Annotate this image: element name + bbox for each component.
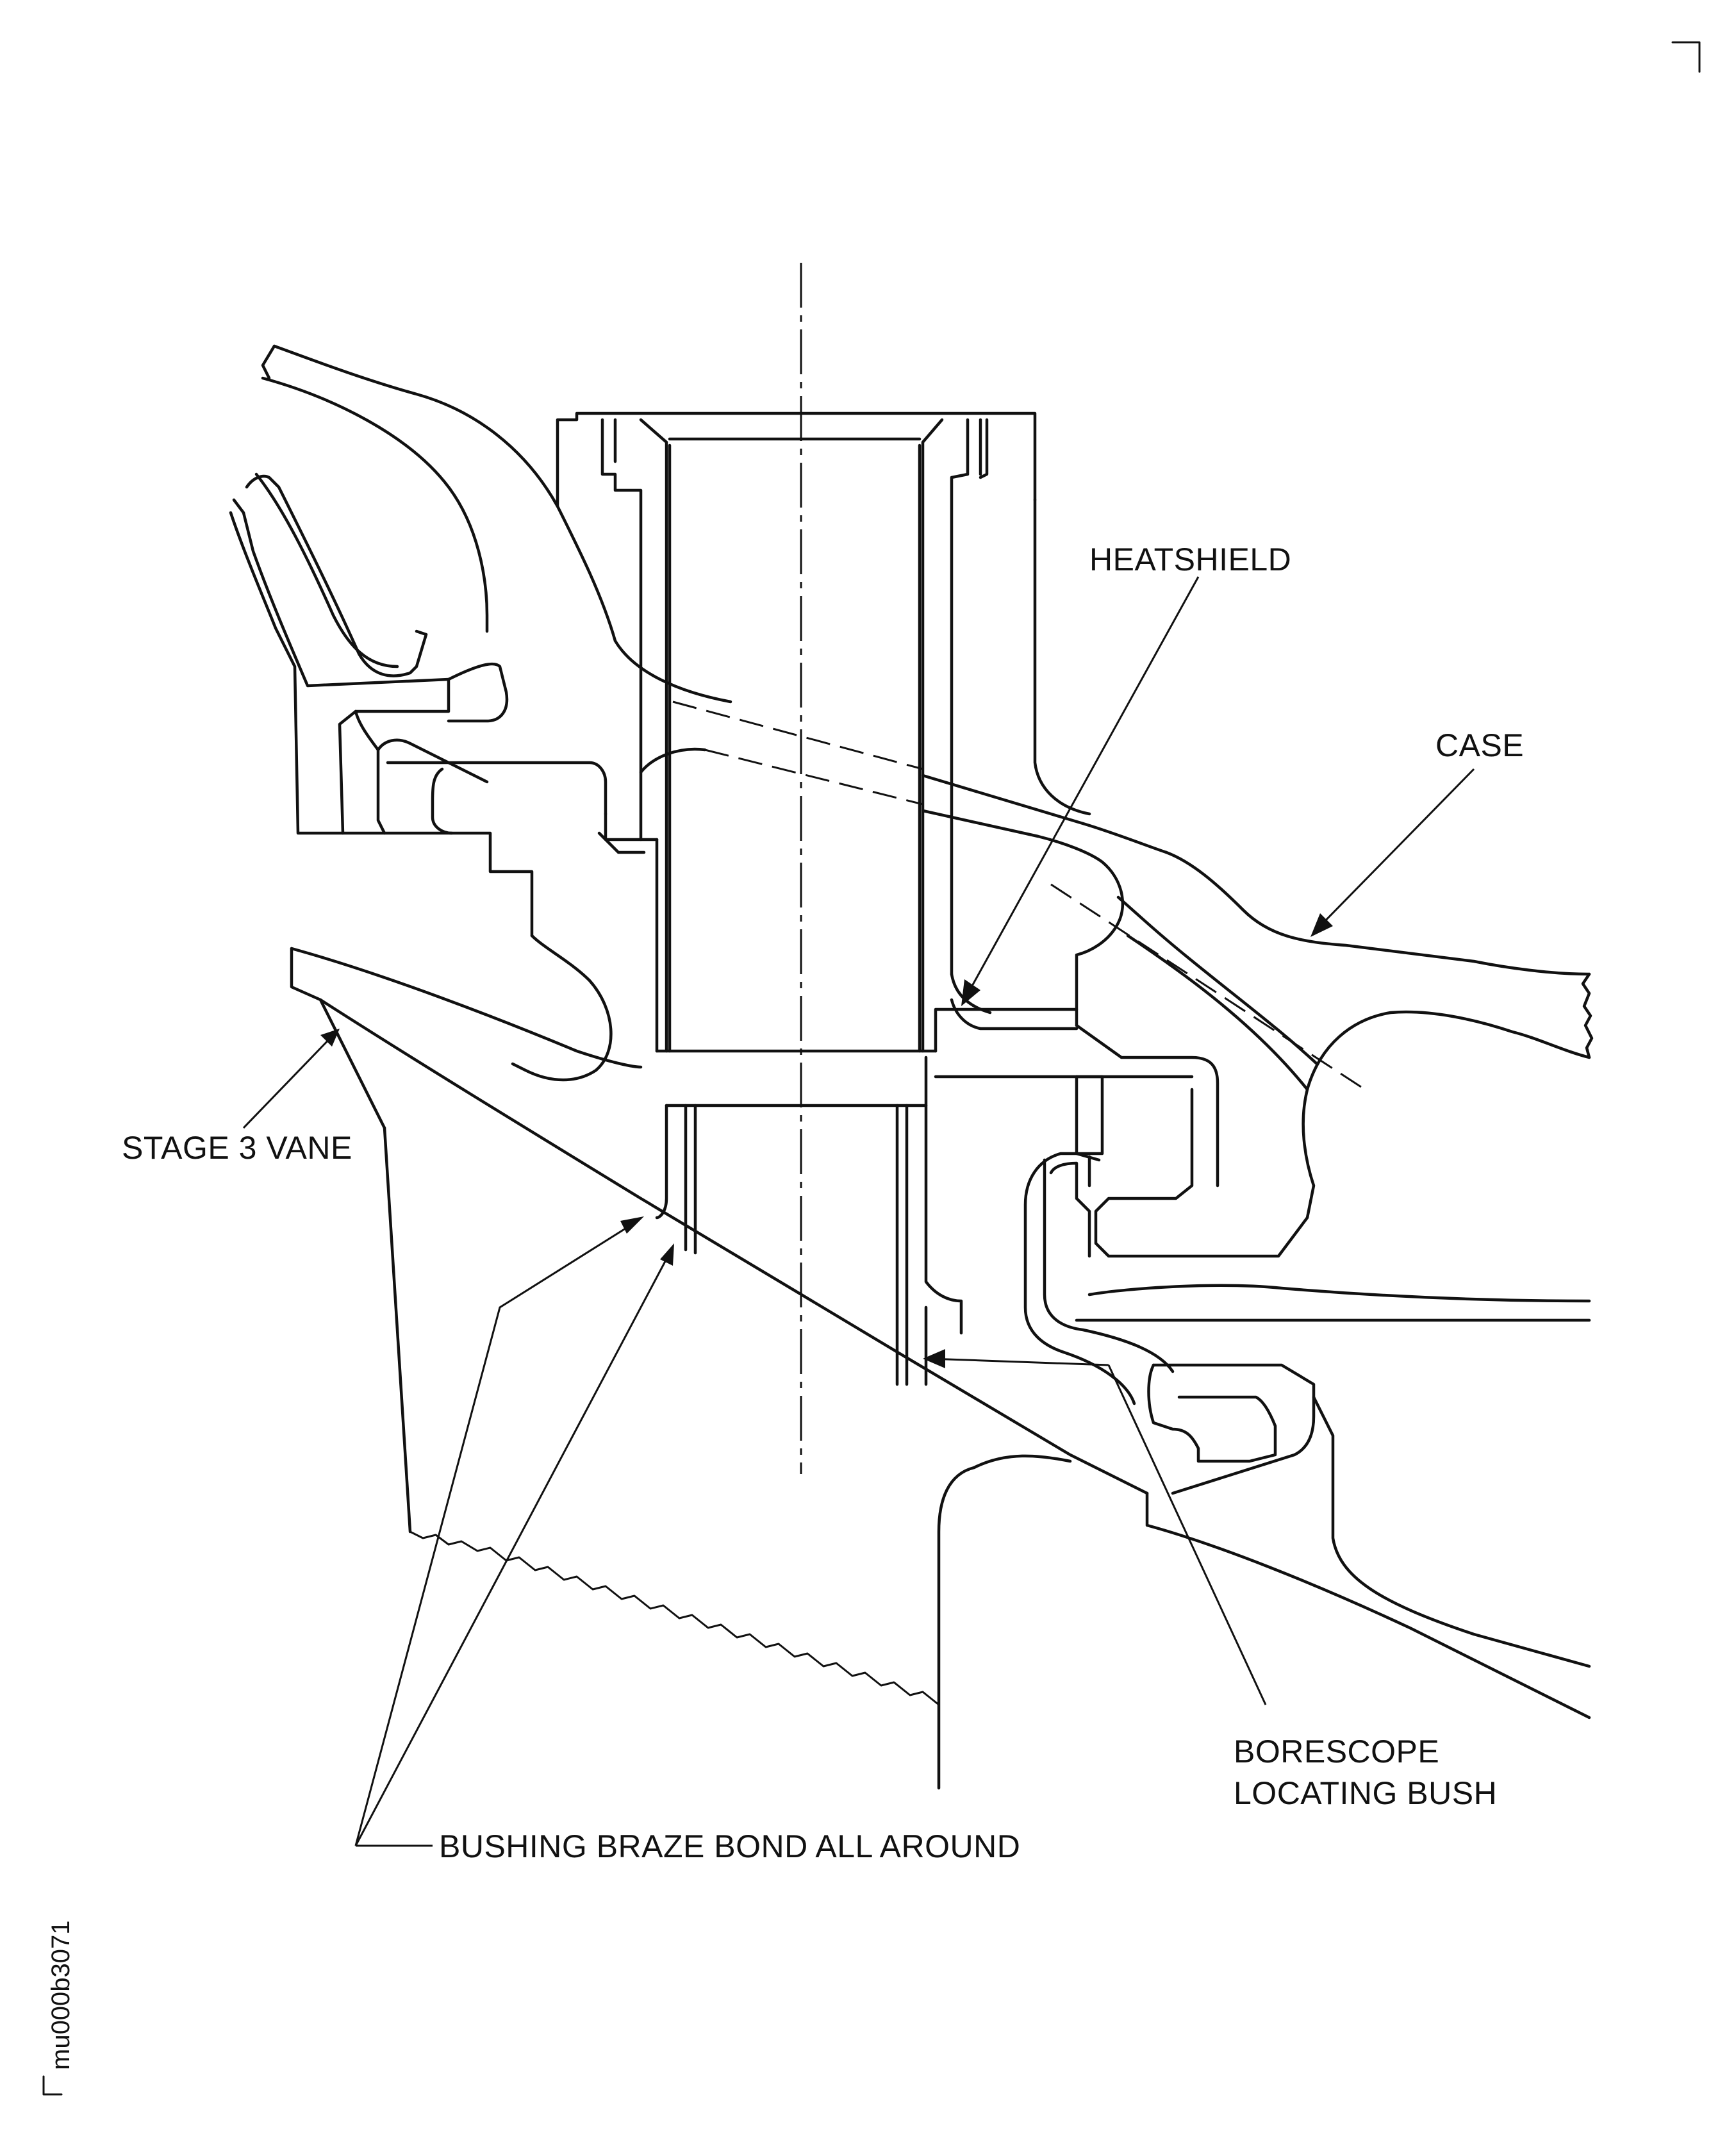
outer-casing-upper	[261, 344, 1091, 816]
braze-arrowhead-2	[660, 1243, 674, 1266]
borescope-arrowhead	[923, 1349, 945, 1368]
hidden-lines	[672, 700, 1366, 1091]
stage-3-vane	[290, 947, 1149, 1790]
case-label: CASE	[1435, 727, 1524, 763]
leaders	[242, 576, 1475, 1847]
heatshield-label: HEATSHIELD	[1089, 542, 1291, 577]
upper-bushing	[600, 418, 1079, 1053]
borescope-label-line2: LOCATING BUSH	[1234, 1775, 1497, 1811]
stage3-arrowhead	[320, 1029, 340, 1047]
case-arrowhead	[1310, 913, 1333, 937]
seal-segment	[386, 761, 659, 1082]
lower-seal-rings	[924, 1056, 1591, 1719]
corner-mark	[1671, 41, 1701, 73]
figure-code-mark	[42, 2075, 63, 2096]
lower-bushing	[655, 1104, 928, 1386]
left-seal-hooks	[229, 472, 534, 938]
braze-arrowhead-1	[620, 1216, 644, 1234]
borescope-label-line1: BORESCOPE	[1234, 1734, 1439, 1769]
figure-code: mu000b3071	[47, 1920, 75, 2070]
heatshield-tube	[639, 747, 1319, 1091]
heatshield-arrowhead	[961, 979, 980, 1006]
case-body	[1075, 850, 1594, 1322]
stage3-vane-label: STAGE 3 VANE	[122, 1130, 352, 1166]
svg-text:mu000b3071: mu000b3071	[47, 1920, 75, 2070]
bushing-braze-label: BUSHING BRAZE BOND ALL AROUND	[439, 1828, 1020, 1864]
